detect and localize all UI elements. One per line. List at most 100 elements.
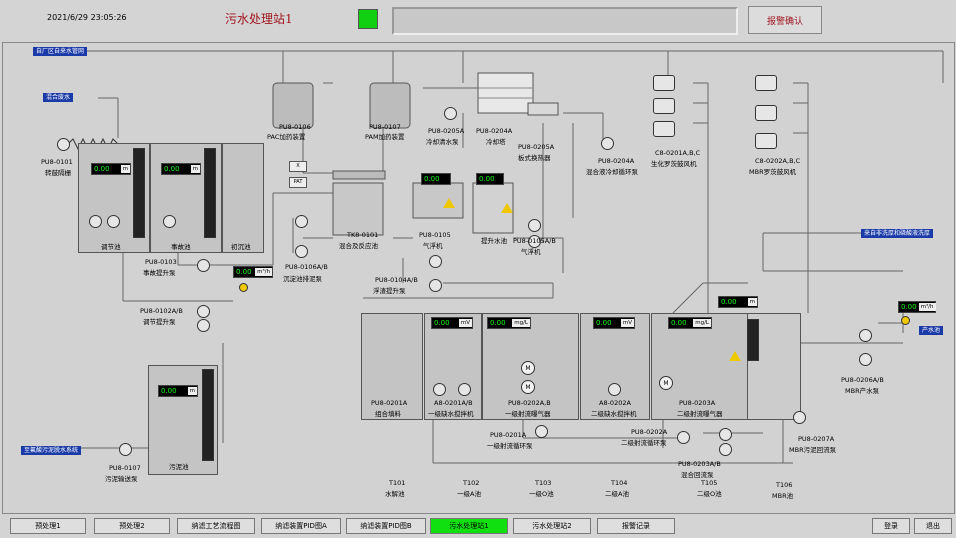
float-pump-a-icon[interactable] [429,255,442,268]
aerator1-motor-b-icon[interactable]: M [521,380,535,394]
packing-label: 组合填料 [375,410,401,418]
inlet-reuse-tag: 来自非洗厚和磷酸液洗厚 [861,229,934,238]
lift-pump-b-icon[interactable] [528,235,541,248]
valve-3-icon[interactable] [801,265,811,274]
t102-name: 一级A池 [457,490,481,498]
mixed-return-pump-a-icon[interactable] [719,428,732,441]
mbr-level-bar [747,319,759,361]
nav-pretreat1-button[interactable]: 预处理1 [10,518,86,534]
t103-label: T103 [535,479,552,487]
aerator1-motor-a-icon[interactable]: M [521,361,535,375]
nav-nf-pid-a-button[interactable]: 纳滤装置PID图A [261,518,341,534]
mbr-warning-icon [729,351,741,361]
pat-indicator[interactable]: PAT [289,177,307,188]
pu8-0205a2-label: PU8-0205A [518,143,555,151]
bio-blower-a-icon[interactable] [653,75,675,91]
sed-pump-label: 沉淀池排泥泵 [283,275,322,283]
pu8-0204a2-label: PU8-0204A [598,157,635,165]
anoxic2-tank[interactable] [580,313,650,420]
airfloat-display: 0.00 [421,173,451,185]
pump-0102a-icon[interactable] [197,305,210,318]
aerator2-motor-icon[interactable]: M [659,376,673,390]
nav-station1-button[interactable]: 污水处理站1 [430,518,508,534]
mbr-tank[interactable] [747,313,801,420]
mbr-blower-a-icon[interactable] [755,75,777,91]
anoxic1-mixer-b-icon[interactable] [458,383,471,396]
initial-sed-tank[interactable] [222,143,264,253]
valve-2-icon[interactable] [778,265,788,274]
anoxic1-mixer-a-icon[interactable] [433,383,446,396]
air-float-label: 气浮机 [423,242,443,250]
anoxic2-mixer-icon[interactable] [608,383,621,396]
lift-pump-a-icon[interactable] [528,219,541,232]
pu8-0106ab-label: PU8-0106A/B [285,263,328,271]
sed-pump-a-icon[interactable] [295,215,308,228]
valve-5-icon[interactable] [818,308,828,317]
status-lamp [358,9,378,29]
valve-4-icon[interactable] [818,295,828,304]
pu8-0106-label: PU8-0106 [279,123,311,131]
hydrolysis-tank[interactable] [361,313,423,420]
mbr-product-pump-a-icon[interactable] [859,329,872,342]
rotary-screen-label: 转鼓隔栅 [45,169,71,177]
top-bar: 2021/6/29 23:05:26 污水处理站1 报警确认 [0,0,956,40]
login-button[interactable]: 登录 [872,518,910,534]
nav-station2-button[interactable]: 污水处理站2 [513,518,591,534]
pu8-0203ab-label: PU8-0203A/B [678,460,721,468]
rotary-screen-motor-icon[interactable] [57,138,70,151]
mixed-cool-pump-icon[interactable] [601,137,614,150]
adjust-pump-b-icon[interactable] [107,215,120,228]
pac-dosing-label: PAC加药装置 [267,133,306,141]
t104-name: 二级A池 [605,490,629,498]
nav-nf-process-button[interactable]: 纳滤工艺流程图 [177,518,255,534]
nav-nf-pid-b-button[interactable]: 纳滤装置PID图B [346,518,426,534]
pump-0103-icon[interactable] [197,259,210,272]
valve-6-icon[interactable] [818,321,828,330]
flow-meter-icon [239,283,248,292]
nav-alarm-log-button[interactable]: 报警记录 [597,518,675,534]
mbr-blower-c-icon[interactable] [755,133,777,149]
pipe-network [58,50,944,464]
bio-blower-c-icon[interactable] [653,121,675,137]
aerator2-label: 二级射流曝气器 [677,410,723,418]
adjust-tank-label: 调节池 [101,243,121,251]
mbr-return-pump-icon[interactable] [793,411,806,424]
float-pump-b-icon[interactable] [429,279,442,292]
valve-1-icon[interactable] [755,265,765,274]
mbr-product-pump-b-icon[interactable] [859,353,872,366]
t106-label: T106 [776,481,793,489]
a8-0201ab-label: A8-0201A/B [434,399,473,407]
x-indicator[interactable]: X [289,161,307,172]
pu8-0101-label: PU8-0101 [41,158,73,166]
adjust-pump-a-icon[interactable] [89,215,102,228]
inlet-tap-water-tag: 自厂区自来水管网 [33,47,88,56]
inlet-mixed-water-tag: 混合废水 [43,93,74,102]
circ-pump1-label: 一级射流循环泵 [487,442,533,450]
accident-pump-icon[interactable] [163,215,176,228]
anoxic1-tank[interactable] [424,313,482,420]
tk8-0101-label: TK8-0101 [347,231,379,239]
mbr-return-label: MBR污泥回流泵 [789,446,837,454]
pu8-0102ab-label: PU8-0102A/B [140,307,183,315]
cooling-pump-icon[interactable] [444,107,457,120]
sed-pump-b-icon[interactable] [295,245,308,258]
pump-0102b-icon[interactable] [197,319,210,332]
bio-blower-b-icon[interactable] [653,98,675,114]
circ-pump2-icon[interactable] [677,431,690,444]
pu8-0204a-label: PU8-0204A [476,127,513,135]
mixed-return-pump-b-icon[interactable] [719,443,732,456]
exit-button[interactable]: 退出 [914,518,952,534]
sludge-pump-icon[interactable] [119,443,132,456]
alarm-ack-button[interactable]: 报警确认 [748,6,822,34]
circ-pump1-icon[interactable] [535,425,548,438]
t106-name: MBR池 [772,492,794,500]
nav-pretreat2-button[interactable]: 预处理2 [94,518,170,534]
anoxic-mixer2-label: 二级缺水搅拌机 [591,410,637,418]
circ-pump2-label: 二级射流循环泵 [621,439,667,447]
pu8-0107-label: PU8-0107 [109,464,141,472]
mbr-blower-b-icon[interactable] [755,105,777,121]
